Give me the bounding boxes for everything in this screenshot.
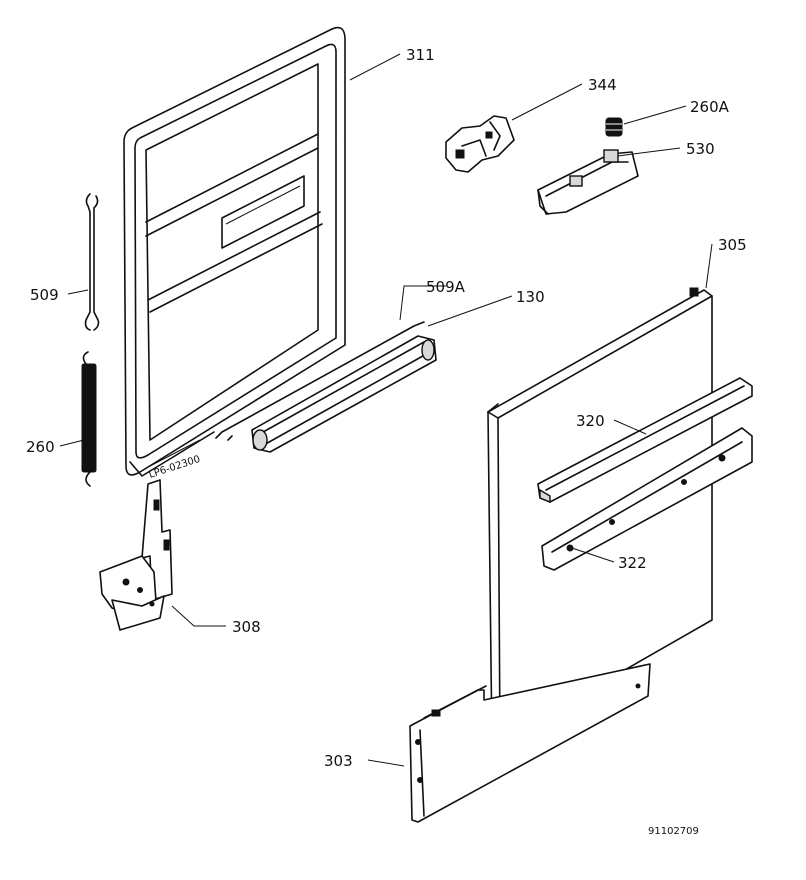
- seal-strip-130: [251, 335, 437, 453]
- kickplate-303: [409, 663, 651, 823]
- label-344: 344: [588, 76, 617, 94]
- label-530: 530: [686, 140, 715, 158]
- label-509: 509: [30, 286, 59, 304]
- label-303: 303: [324, 752, 353, 770]
- spring-260a: [605, 117, 623, 137]
- leader-lines: [59, 53, 713, 767]
- label-130: 130: [516, 288, 545, 306]
- label-509a: 509A: [426, 278, 466, 296]
- label-311: 311: [406, 46, 435, 64]
- label-260: 260: [26, 438, 55, 456]
- label-260a: 260A: [690, 98, 730, 116]
- spring-260: [81, 351, 97, 487]
- bracket-322: [541, 427, 753, 571]
- label-322: 322: [618, 554, 647, 572]
- hinge-308: [99, 479, 173, 631]
- label-305: 305: [718, 236, 747, 254]
- housing-530: [537, 149, 639, 215]
- spring-509: [84, 193, 100, 331]
- rod-509a: [215, 321, 425, 441]
- latch-344: [445, 115, 515, 173]
- handle-320: [537, 377, 753, 504]
- label-320: 320: [576, 412, 605, 430]
- drawing-reference: 91102709: [648, 826, 699, 837]
- label-308: 308: [232, 618, 261, 636]
